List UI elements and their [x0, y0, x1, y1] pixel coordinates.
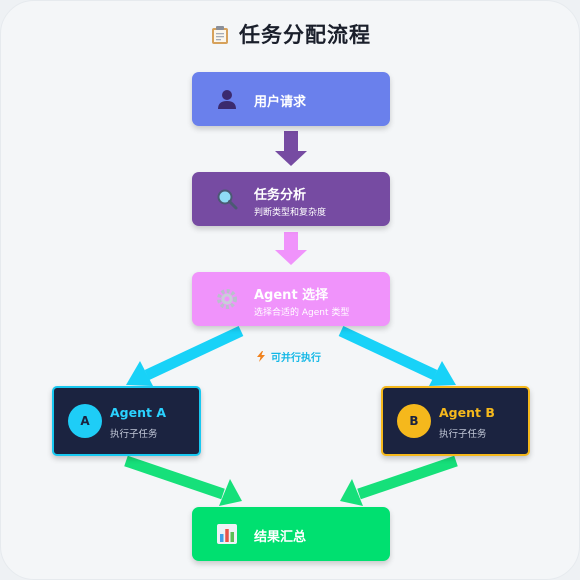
lightning-icon: [257, 351, 265, 362]
arrow-agent-b-to-summary: [340, 455, 458, 506]
parallel-note-text: 可并行执行: [271, 353, 321, 364]
node-task-analysis-label: 任务分析: [254, 188, 307, 203]
agent-b-badge: B: [397, 404, 431, 438]
node-user-request: 用户请求: [192, 72, 390, 126]
node-user-request-label: 用户请求: [254, 95, 307, 110]
agent-a-label: Agent A: [110, 405, 166, 420]
node-agent-b: B Agent B 执行子任务: [381, 386, 530, 456]
diagram-title: 任务分配流程: [1, 19, 579, 49]
node-result-summary-label: 结果汇总: [254, 530, 307, 545]
node-task-analysis-sub: 判断类型和复杂度: [254, 208, 327, 218]
agent-b-label: Agent B: [439, 405, 495, 420]
person-icon: [218, 90, 236, 109]
magnifier-icon: [217, 189, 238, 210]
clipboard-icon: [212, 26, 228, 44]
agent-b-sub: 执行子任务: [439, 429, 487, 440]
arrow-agent-a-to-summary: [124, 455, 242, 506]
arrow-request-to-analysis: [275, 131, 307, 166]
diagram-title-text: 任务分配流程: [239, 23, 371, 47]
node-agent-select: Agent 选择 选择合适的 Agent 类型: [192, 272, 390, 326]
node-agent-select-label: Agent 选择: [254, 288, 329, 303]
node-result-summary: 结果汇总: [192, 507, 390, 561]
agent-a-sub: 执行子任务: [110, 429, 158, 440]
bar-chart-icon: [217, 524, 237, 544]
node-agent-select-sub: 选择合适的 Agent 类型: [254, 308, 350, 318]
agent-a-badge: A: [68, 404, 102, 438]
arrow-analysis-to-select: [275, 232, 307, 265]
arrow-select-to-agent-b: [338, 326, 456, 386]
parallel-note: 可并行执行: [257, 349, 321, 364]
node-agent-a: A Agent A 执行子任务: [52, 386, 201, 456]
arrow-select-to-agent-a: [126, 326, 244, 386]
node-task-analysis: 任务分析 判断类型和复杂度: [192, 172, 390, 226]
gear-icon: [217, 289, 237, 309]
